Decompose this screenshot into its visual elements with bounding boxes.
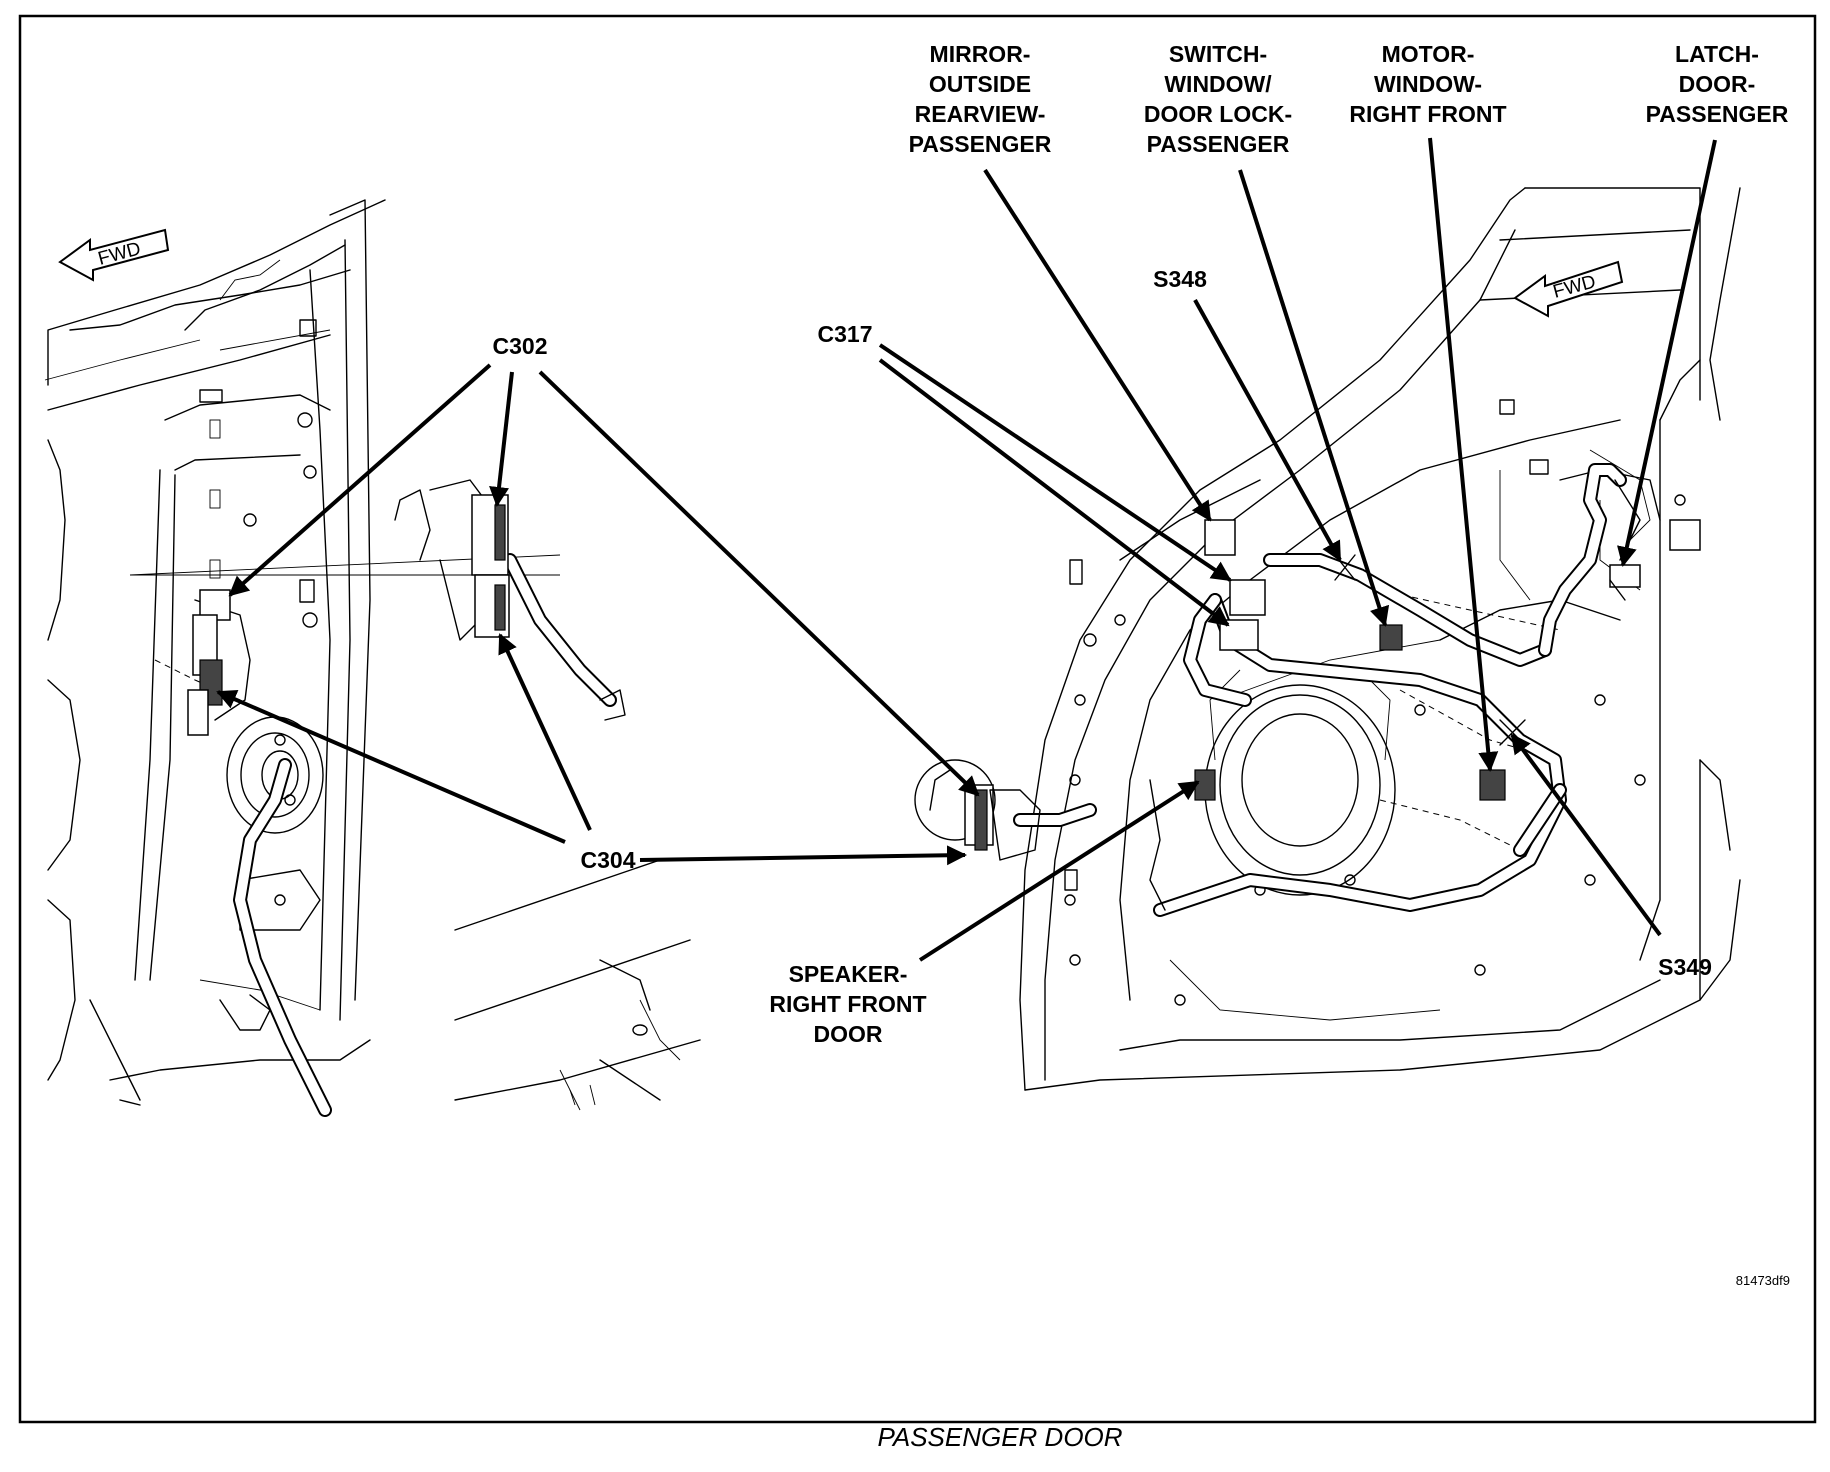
body-pillar-view xyxy=(44,199,701,1117)
svg-text:DOOR LOCK-: DOOR LOCK- xyxy=(1144,101,1292,127)
fwd-arrow-left: FWD xyxy=(58,228,170,282)
svg-text:DOOR-: DOOR- xyxy=(1679,71,1756,97)
svg-text:PASSENGER: PASSENGER xyxy=(909,131,1052,157)
svg-text:RIGHT FRONT: RIGHT FRONT xyxy=(1349,101,1506,127)
svg-text:LATCH-: LATCH- xyxy=(1675,41,1759,67)
svg-text:RIGHT FRONT: RIGHT FRONT xyxy=(769,991,926,1017)
svg-text:PASSENGER: PASSENGER xyxy=(1147,131,1290,157)
label-motor: MOTOR- WINDOW- RIGHT FRONT xyxy=(1349,41,1506,127)
svg-text:DOOR: DOOR xyxy=(814,1021,883,1047)
label-s348: S348 xyxy=(1153,266,1207,292)
label-c304: C304 xyxy=(581,847,636,873)
svg-text:REARVIEW-: REARVIEW- xyxy=(915,101,1046,127)
leader-lines xyxy=(216,137,1717,962)
door-inner-view xyxy=(914,187,1741,1091)
svg-text:WINDOW-: WINDOW- xyxy=(1374,71,1482,97)
svg-text:WINDOW/: WINDOW/ xyxy=(1164,71,1272,97)
svg-text:MIRROR-: MIRROR- xyxy=(930,41,1031,67)
label-speaker: SPEAKER- RIGHT FRONT DOOR xyxy=(769,961,926,1047)
diagram-frame xyxy=(18,14,1817,1424)
label-c317: C317 xyxy=(818,321,873,347)
svg-text:SPEAKER-: SPEAKER- xyxy=(789,961,908,987)
label-switch: SWITCH- WINDOW/ DOOR LOCK- PASSENGER xyxy=(1144,41,1292,157)
label-latch: LATCH- DOOR- PASSENGER xyxy=(1646,41,1789,127)
svg-text:SWITCH-: SWITCH- xyxy=(1169,41,1267,67)
svg-text:MOTOR-: MOTOR- xyxy=(1382,41,1475,67)
figure-id: 81473df9 xyxy=(1736,1273,1790,1288)
svg-text:OUTSIDE: OUTSIDE xyxy=(929,71,1031,97)
fwd-arrow-right: FWD xyxy=(1513,260,1624,318)
callout-labels: C302 C304 C317 S348 S349 MIRROR- OUTSIDE… xyxy=(493,41,1790,1288)
label-s349: S349 xyxy=(1658,954,1712,980)
label-mirror: MIRROR- OUTSIDE REARVIEW- PASSENGER xyxy=(909,41,1052,157)
fwd-label-left: FWD xyxy=(96,238,143,269)
figure-caption: PASSENGER DOOR xyxy=(877,1422,1122,1452)
label-c302: C302 xyxy=(493,333,548,359)
svg-text:PASSENGER: PASSENGER xyxy=(1646,101,1789,127)
